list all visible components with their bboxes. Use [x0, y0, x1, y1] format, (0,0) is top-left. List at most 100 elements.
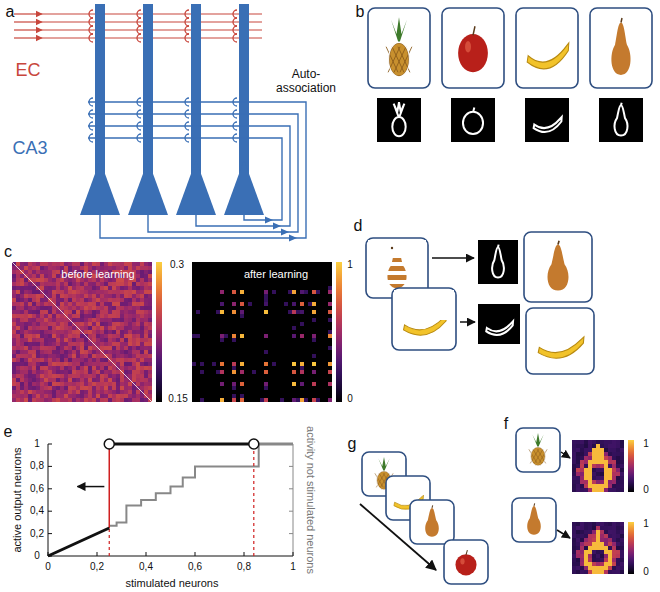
heatmap-cell — [128, 382, 132, 386]
heatmap-cell — [20, 322, 24, 326]
heatmap-cell — [276, 322, 280, 326]
heatmap-cell — [292, 334, 296, 338]
heatmap-cell — [136, 350, 140, 354]
heatmap-cell — [308, 318, 312, 322]
heatmap-cell — [52, 278, 56, 282]
heatmap-cell — [56, 266, 60, 270]
heatmap-cell — [64, 282, 68, 286]
heatmap-cell — [120, 338, 124, 342]
heatmap-cell — [108, 282, 112, 286]
heatmap-cell — [328, 278, 332, 282]
heatmap-cell — [200, 310, 204, 314]
heatmap-cell — [228, 338, 232, 342]
heatmap-cell — [284, 330, 288, 334]
heatmap-cell — [68, 342, 72, 346]
heatmap-cell — [316, 310, 320, 314]
heatmap-cell — [240, 290, 244, 294]
heatmap-cell — [208, 318, 212, 322]
heatmap-cell — [88, 290, 92, 294]
heatmap-cell — [320, 274, 324, 278]
heatmap-cell — [24, 354, 28, 358]
heatmap-cell — [56, 354, 60, 358]
heatmap-cell — [128, 306, 132, 310]
heatmap-cell — [300, 322, 304, 326]
heatmap-cell — [196, 334, 200, 338]
heatmap-cell — [140, 338, 144, 342]
heatmap-cell — [12, 378, 16, 382]
heatmap-cell — [192, 262, 196, 266]
heatmap-cell — [56, 262, 60, 266]
heatmap-cell — [128, 330, 132, 334]
heatmap-cell — [40, 274, 44, 278]
heatmap-cell — [316, 262, 320, 266]
heatmap-cell — [296, 310, 300, 314]
heatmap-cell — [248, 282, 252, 286]
heatmap-cell — [268, 306, 272, 310]
heatmap-cell — [140, 342, 144, 346]
heatmap-cell — [140, 334, 144, 338]
heatmap-cell — [20, 262, 24, 266]
heatmap-cell — [148, 310, 152, 314]
heatmap-cell — [148, 278, 152, 282]
heatmap-cell — [44, 306, 48, 310]
heatmap-cell — [112, 366, 116, 370]
heatmap-cell — [112, 398, 116, 402]
heatmap-cell — [220, 282, 224, 286]
heatmap-cell — [76, 306, 80, 310]
heatmap-cell — [28, 374, 32, 378]
heatmap-cell — [144, 322, 148, 326]
heatmap-cell — [220, 310, 224, 314]
heatmap-cell — [52, 362, 56, 366]
heatmap-cell — [80, 394, 84, 398]
heatmap-cell — [256, 306, 260, 310]
heatmap-cell — [260, 318, 264, 322]
heatmap-cell — [276, 314, 280, 318]
dendrite — [143, 4, 153, 174]
heatmap-cell — [84, 386, 88, 390]
heatmap-cell — [316, 294, 320, 298]
heatmap-cell — [136, 354, 140, 358]
heatmap-cell — [104, 374, 108, 378]
heatmap-cell — [52, 274, 56, 278]
heatmap-cell — [80, 326, 84, 330]
heatmap-cell — [56, 302, 60, 306]
heatmap-cell — [84, 262, 88, 266]
heatmap-cell — [280, 314, 284, 318]
heatmap-cell — [108, 354, 112, 358]
heatmap-cell — [212, 298, 216, 302]
heatmap-cell — [192, 266, 196, 270]
heatmap-cell — [40, 326, 44, 330]
heatmap-cell — [320, 278, 324, 282]
heatmap-cell — [120, 294, 124, 298]
heatmap-cell — [88, 354, 92, 358]
heatmap-cell — [44, 270, 48, 274]
heatmap-cell — [108, 386, 112, 390]
heatmap-cell — [128, 354, 132, 358]
heatmap-cell — [120, 330, 124, 334]
heatmap-cell — [92, 282, 96, 286]
heatmap-cell — [192, 298, 196, 302]
heatmap-cell — [304, 294, 308, 298]
heatmap-cell — [32, 346, 36, 350]
heatmap-cell — [76, 318, 80, 322]
heatmap-cell — [144, 358, 148, 362]
heatmap-cell — [220, 326, 224, 330]
heatmap-cell — [80, 286, 84, 290]
heatmap-cell — [224, 274, 228, 278]
heatmap-cell — [104, 286, 108, 290]
heatmap-cell — [116, 382, 120, 386]
heatmap-cell — [232, 310, 236, 314]
heatmap-cell — [36, 322, 40, 326]
heatmap-cell — [288, 334, 292, 338]
heatmap-cell — [76, 378, 80, 382]
heatmap-cell — [136, 318, 140, 322]
heatmap-cell — [276, 306, 280, 310]
heatmap-cell — [108, 362, 112, 366]
heatmap-cell — [248, 334, 252, 338]
heatmap-cell — [204, 286, 208, 290]
heatmap-cell — [308, 290, 312, 294]
heatmap-cell — [236, 302, 240, 306]
heatmap-cell — [316, 274, 320, 278]
heatmap-cell — [252, 318, 256, 322]
